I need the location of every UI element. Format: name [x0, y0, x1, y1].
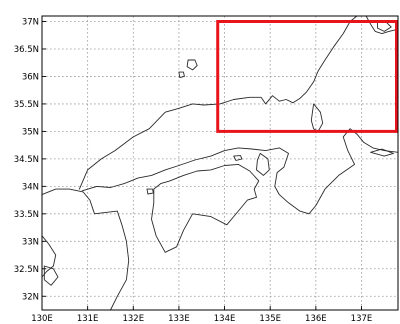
lon-tick-label: 133E — [168, 314, 190, 324]
lon-tick-label: 136E — [305, 314, 327, 324]
lat-tick-label: 32N — [22, 292, 39, 302]
lon-tick-label: 130E — [31, 314, 53, 324]
oki-islet — [178, 71, 185, 78]
latitude-ticks: 37N 36.5N 36N 35.5N 35N 34.5N 34N 33.5N 33N 32.5N… — [14, 17, 46, 302]
atsumi-peninsula — [370, 148, 394, 157]
lat-tick-label: 36.5N — [14, 45, 39, 55]
lat-tick-label: 34N — [22, 182, 39, 192]
lat-tick-label: 35N — [22, 127, 39, 137]
shikoku-coastline — [151, 163, 260, 253]
lat-tick-label: 34.5N — [14, 155, 39, 165]
lat-tick-label: 36N — [22, 72, 39, 82]
kyushu-coastline — [41, 188, 130, 311]
awaji-island — [256, 152, 270, 176]
shodoshima-island — [233, 155, 243, 161]
sanyo-kii-coastline — [81, 128, 399, 215]
lat-tick-label: 35.5N — [14, 100, 39, 110]
lat-tick-label: 33N — [22, 237, 39, 247]
lake-biwa — [310, 103, 324, 132]
longitude-ticks: 130E 131E 132E 133E 134E 135E 136E 137E — [31, 306, 372, 324]
lat-tick-label: 37N — [22, 17, 39, 27]
amakusa-islands — [43, 265, 59, 286]
west-kyushu-coastline — [41, 235, 57, 278]
lon-tick-label: 135E — [259, 314, 281, 324]
oki-island — [186, 59, 198, 71]
coastlines — [41, 15, 399, 311]
gridlines — [41, 16, 398, 310]
noto-coastline — [365, 15, 399, 35]
lat-tick-label: 33.5N — [14, 210, 39, 220]
highlight-region-box — [216, 19, 398, 133]
lat-tick-label: 32.5N — [14, 265, 39, 275]
lon-tick-label: 134E — [214, 314, 236, 324]
lon-tick-label: 132E — [122, 314, 144, 324]
honshu-coastline — [78, 15, 358, 190]
lon-tick-label: 137E — [351, 314, 373, 324]
map-frame — [41, 15, 399, 311]
lon-tick-label: 131E — [77, 314, 99, 324]
small-island — [146, 188, 154, 195]
